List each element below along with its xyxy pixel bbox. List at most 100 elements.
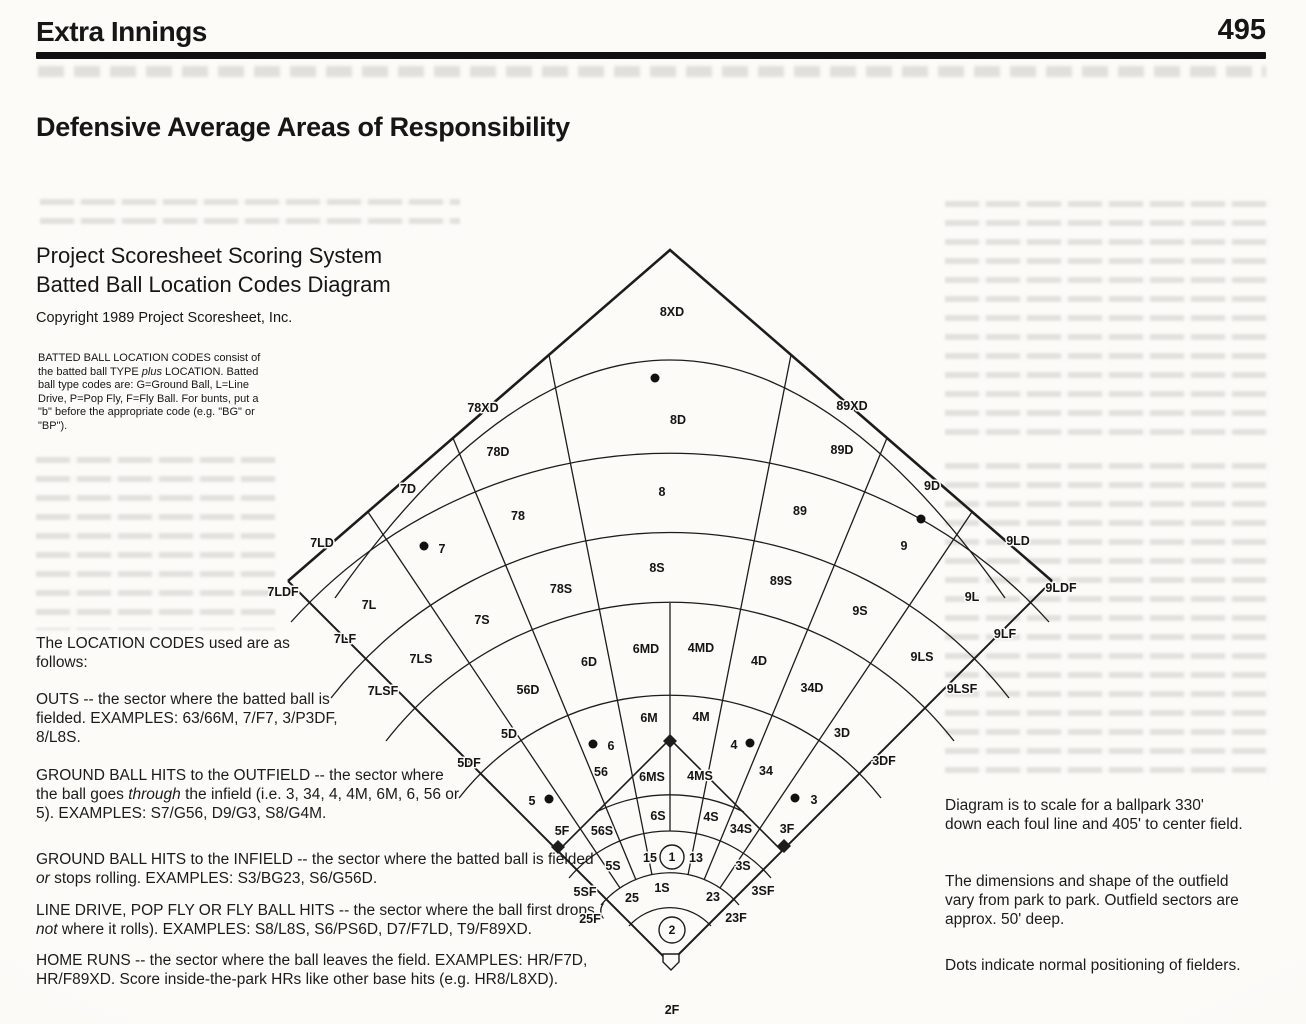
- zone-label-4S: 4S: [703, 810, 718, 824]
- zone-label-1S: 1S: [654, 881, 669, 895]
- zone-label-5: 5: [529, 794, 536, 808]
- bleed-through-text: [945, 458, 1270, 786]
- fielder-dot: [419, 541, 429, 551]
- fielder-dot: [916, 514, 926, 524]
- book-title: Extra Innings: [36, 16, 207, 47]
- sector-line: [548, 354, 653, 876]
- zone-label-7LS: 7LS: [410, 652, 433, 666]
- circled-label-2: 2: [669, 923, 676, 937]
- zone-label-3SF: 3SF: [752, 884, 775, 898]
- zone-label-89S: 89S: [770, 574, 792, 588]
- fielder-dot: [650, 373, 660, 383]
- fielder-position-dots: [419, 373, 926, 804]
- zone-label-78XD: 78XD: [467, 401, 498, 415]
- section-title: Defensive Average Areas of Responsibilit…: [36, 112, 570, 142]
- depth-arc: [290, 452, 1050, 623]
- extra-deep-boundary: [334, 359, 1006, 599]
- sector-line: [719, 511, 973, 889]
- zone-label-4MD: 4MD: [688, 641, 714, 655]
- zone-label-8S: 8S: [649, 561, 664, 575]
- zone-label-4D: 4D: [751, 654, 767, 668]
- zone-label-6M: 6M: [640, 711, 657, 725]
- zone-label-9LS: 9LS: [911, 650, 934, 664]
- diagram-title-line1: Project Scoresheet Scoring System: [36, 243, 383, 268]
- zone-label-78S: 78S: [550, 582, 572, 596]
- zone-label-7LF: 7LF: [334, 632, 357, 646]
- zone-label-3S: 3S: [735, 859, 750, 873]
- zone-label-89XD: 89XD: [836, 399, 867, 413]
- page-number: 495: [1217, 14, 1266, 46]
- zone-label-5F: 5F: [555, 824, 570, 838]
- bleed-through-text: [36, 452, 276, 630]
- zone-label-7D: 7D: [400, 482, 416, 496]
- note-dimensions: The dimensions and shape of the outfield…: [945, 873, 1239, 928]
- first-base-marker: [777, 839, 791, 853]
- sector-line: [687, 354, 792, 876]
- location-code-groundball-outfield: GROUND BALL HITS to the OUTFIELD -- the …: [36, 767, 460, 822]
- zone-label-3: 3: [811, 793, 818, 807]
- sector-line: [703, 437, 888, 881]
- zone-label-4M: 4M: [692, 710, 709, 724]
- zone-label-6S: 6S: [650, 809, 665, 823]
- position-circle-2: [658, 916, 686, 944]
- zone-label-7S: 7S: [474, 613, 489, 627]
- zone-label-9S: 9S: [852, 604, 867, 618]
- zone-label-89D: 89D: [831, 443, 854, 457]
- location-code-linedrive-popfly-flyball: LINE DRIVE, POP FLY OR FLY BALL HITS -- …: [36, 902, 605, 938]
- zone-label-6MS: 6MS: [639, 770, 665, 784]
- zone-label-7: 7: [439, 542, 446, 556]
- basepath-square: [557, 737, 783, 852]
- zone-label-23F: 23F: [725, 911, 747, 925]
- zone-label-7LSF: 7LSF: [368, 684, 399, 698]
- fielder-dot: [745, 738, 755, 748]
- outfield-fence: [287, 248, 1053, 582]
- zone-label-7L: 7L: [362, 598, 377, 612]
- bleed-through-text: [945, 196, 1270, 446]
- code-definition-small-print: BATTED BALL LOCATION CODES consist of th…: [38, 352, 261, 432]
- location-code-outs: OUTS -- the sector where the batted ball…: [36, 691, 338, 746]
- zone-label-8: 8: [659, 485, 666, 499]
- location-code-homeruns: HOME RUNS -- the sector where the ball l…: [36, 952, 588, 988]
- zone-label-56D: 56D: [517, 683, 540, 697]
- copyright-line: Copyright 1989 Project Scoresheet, Inc.: [36, 310, 293, 326]
- zone-label-6MD: 6MD: [633, 642, 659, 656]
- note-scale: Diagram is to scale for a ballpark 330' …: [945, 797, 1243, 833]
- zone-label-78D: 78D: [487, 445, 510, 459]
- position-circle-1: [659, 844, 685, 870]
- zone-label-56S: 56S: [591, 824, 613, 838]
- location-codes-lead: The LOCATION CODES used are as follows:: [36, 635, 290, 671]
- fielder-dot: [544, 794, 554, 804]
- depth-arc: [595, 794, 745, 813]
- circled-label-1: 1: [669, 850, 676, 864]
- bleed-through-text: [40, 194, 460, 236]
- zone-label-78: 78: [511, 509, 525, 523]
- zone-label-23: 23: [706, 890, 720, 904]
- second-base-marker: [663, 734, 677, 748]
- depth-arc: [628, 907, 712, 927]
- zone-label-89: 89: [793, 504, 807, 518]
- zone-label-6D: 6D: [581, 655, 597, 669]
- header-rule: [36, 52, 1266, 59]
- zone-label-3DF: 3DF: [872, 754, 896, 768]
- zone-label-9D: 9D: [924, 479, 940, 493]
- zone-label-13: 13: [689, 851, 703, 865]
- sector-line: [367, 511, 621, 889]
- circled-position-labels: 12: [658, 844, 686, 944]
- zone-label-3F: 3F: [780, 822, 795, 836]
- fielder-dot: [790, 793, 800, 803]
- zone-label-56: 56: [594, 765, 608, 779]
- zone-label-34D: 34D: [801, 681, 824, 695]
- zone-label-6: 6: [608, 739, 615, 753]
- zone-label-4: 4: [731, 738, 738, 752]
- depth-arc: [385, 601, 955, 742]
- zone-label-3D: 3D: [834, 726, 850, 740]
- zone-label-34: 34: [759, 764, 773, 778]
- zone-label-4MS: 4MS: [687, 769, 713, 783]
- fielder-dot: [588, 739, 598, 749]
- depth-arc: [458, 694, 882, 799]
- zone-label-25: 25: [625, 891, 639, 905]
- zone-label-8D: 8D: [670, 413, 686, 427]
- zone-label-34S: 34S: [730, 822, 752, 836]
- sector-line: [452, 437, 637, 881]
